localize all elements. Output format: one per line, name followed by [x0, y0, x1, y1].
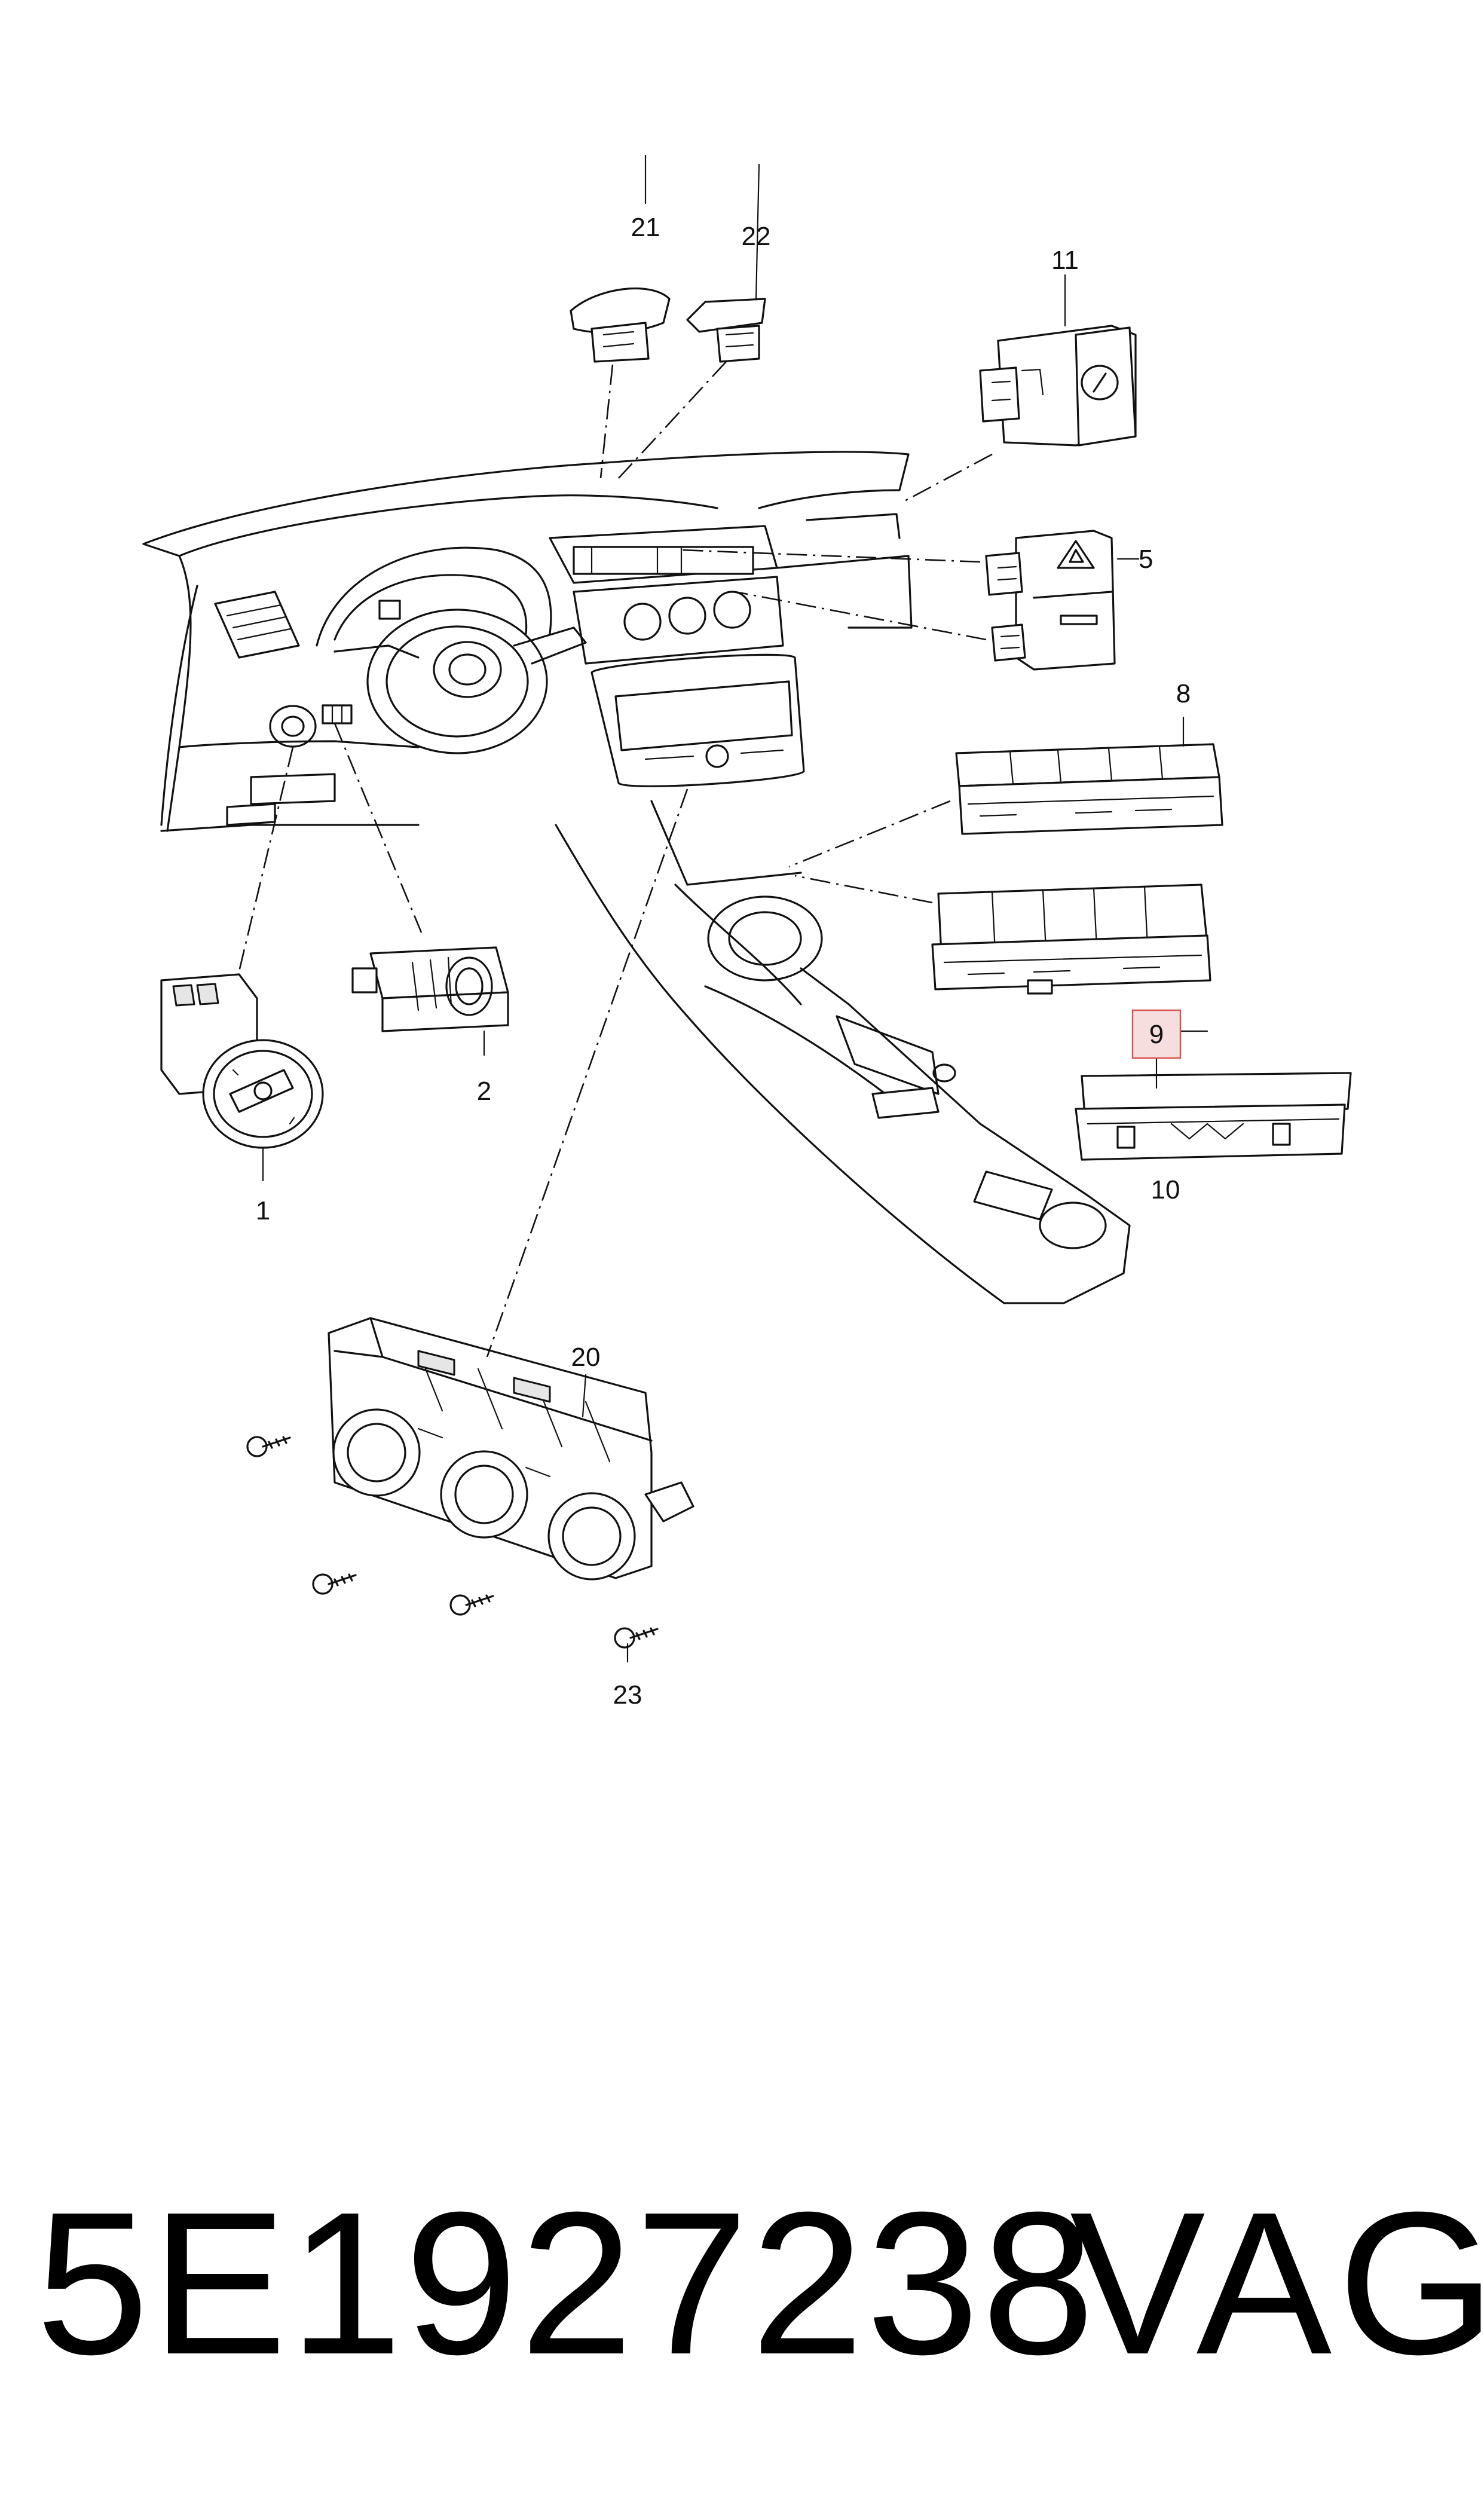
callout-23: 23: [613, 1680, 642, 1710]
screw: [246, 1436, 291, 1457]
callout-2: 2: [477, 1077, 491, 1106]
part-8-switch-strip: [955, 743, 1223, 835]
part-11-switch: [979, 325, 1137, 447]
part-5-hazard-switch: [985, 530, 1116, 671]
callout-22: 22: [742, 222, 771, 251]
callout-8: 8: [1176, 679, 1191, 708]
part-2-dimmer-switch: [351, 946, 509, 1032]
callout-21: 21: [631, 213, 660, 242]
part-10-switch-panel: [1075, 1072, 1352, 1161]
part-23-screws: [246, 1436, 659, 1649]
callout-10: 10: [1151, 1175, 1180, 1204]
brand-label: VAG: [1070, 2170, 1484, 2397]
part-9-switch-strip: [931, 883, 1211, 995]
highlight-box-9: [1131, 1009, 1182, 1059]
part-number-label: 5E1927238: [36, 2170, 1097, 2397]
part-22-cap: [686, 298, 766, 363]
screw: [449, 1594, 494, 1616]
callout-labels: 21 22 11 5 8 9 10 2 1 20 23: [256, 213, 1191, 1710]
callout-11: 11: [1051, 246, 1079, 275]
part-21-cap: [570, 288, 671, 363]
part-1-light-switch: [160, 973, 324, 1149]
dashboard-outline: [142, 451, 1131, 1304]
parts-diagram: 21 22 11 5 8 9 10 2 1 20 23: [142, 154, 1352, 1710]
callout-20: 20: [571, 1343, 601, 1372]
screw: [614, 1627, 659, 1649]
callout-5: 5: [1139, 545, 1153, 574]
screw: [312, 1573, 357, 1595]
callout-9: 9: [1149, 1020, 1164, 1049]
callout-1: 1: [256, 1196, 270, 1225]
part-20-climate-control: [328, 1317, 694, 1580]
